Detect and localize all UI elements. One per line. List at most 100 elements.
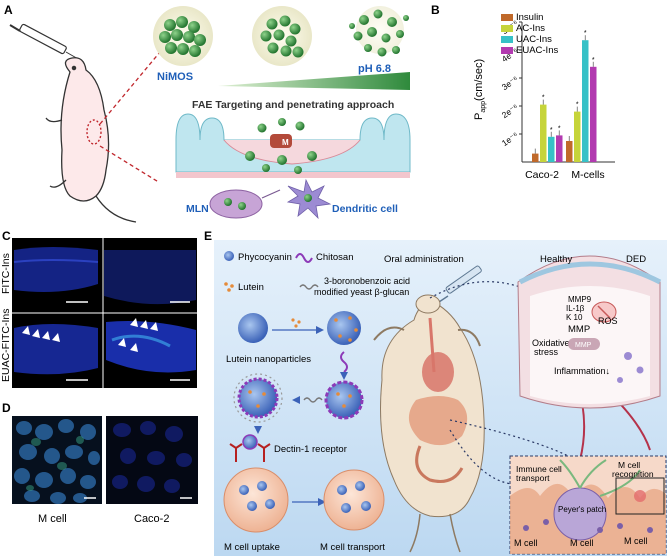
nimos-particle	[153, 6, 213, 66]
k10-label: K 10	[566, 313, 583, 322]
euac-tissue-right	[106, 318, 196, 373]
peyers-patch-label: Peyer's patch	[558, 505, 606, 514]
m-cell-transport	[323, 469, 385, 531]
mmp9-label: MMP9	[568, 295, 592, 304]
significance-star: *	[542, 95, 545, 102]
mouse-illustration	[45, 57, 137, 223]
m-cell-uptake	[223, 467, 289, 533]
significance-star: *	[584, 30, 587, 37]
lutein-icon	[224, 282, 234, 292]
bar-ac-ins	[540, 104, 547, 162]
y-label-unit: (cm/sec)	[473, 59, 485, 101]
row-label-euac: EUAC-FITC-Ins	[0, 309, 12, 383]
recog-line2: recognition	[612, 469, 654, 479]
oral-syringe-icon	[435, 265, 482, 305]
chitosan-label: Chitosan	[316, 252, 354, 263]
ros-cell	[591, 301, 617, 323]
panel-b: B 1e⁻⁶2e⁻⁶3e⁻⁶4e⁻⁶5e⁻⁶ ****** Caco-2M-ce…	[431, 3, 615, 181]
panel-d: D M cell Caco-2	[2, 401, 198, 525]
significance-star: *	[558, 125, 561, 132]
transport-label: M cell transport	[320, 542, 385, 553]
lutein-loaded-core	[327, 311, 361, 345]
mmp-label: MMP	[568, 324, 590, 335]
m-cell-label-1: M cell	[514, 538, 538, 548]
phycocyanin-icon	[224, 251, 234, 261]
gut-region-marker	[86, 119, 102, 145]
phycocyanin-label: Phycocyanin	[238, 252, 292, 263]
glucan-icon	[299, 284, 319, 290]
m-cell-label: M	[282, 138, 289, 147]
intestine-inset: Peyer's patch Immune cell transport M ce…	[509, 455, 667, 555]
glucan-line1: 3-boronobenzoic acid	[324, 276, 410, 286]
bar-uac-ins	[548, 136, 555, 162]
svg-text:Papp(cm/sec): Papp(cm/sec)	[473, 59, 487, 120]
panel-a: A	[4, 3, 430, 227]
chart-y-label: Papp(cm/sec)	[473, 59, 487, 120]
bar-insulin	[532, 153, 539, 162]
uptake-label: M cell uptake	[224, 542, 280, 553]
dectin-receptor-cell	[229, 434, 271, 462]
panel-a-letter: A	[4, 3, 13, 17]
zoom-line-top	[99, 51, 161, 125]
immune-line2: transport	[516, 473, 550, 483]
bar-ac-ins	[574, 111, 581, 162]
legend-entry: EUAC-Ins	[516, 45, 558, 56]
panel-c-letter: C	[2, 229, 11, 243]
m-cell-caption: M cell	[38, 513, 67, 525]
oxidative-line1: Oxidative	[532, 338, 570, 348]
category-label: Caco-2	[525, 169, 559, 181]
m-cell-label-3: M cell	[624, 536, 648, 546]
bar-euac-ins	[590, 66, 597, 162]
immune-line1: Immune cell	[516, 464, 562, 474]
y-label-sub: app	[480, 101, 487, 113]
eye-schematic: Healthy DED MMP9 IL-1β K 10 MMP ROS Oxid…	[517, 254, 662, 409]
bar-insulin	[566, 141, 573, 162]
m-cell-marker	[270, 134, 292, 148]
fae-targeting-diagram: FAE Targeting and penetrating approach M…	[158, 95, 430, 227]
y-label-p: P	[473, 113, 485, 120]
dendritic-cell-icon	[286, 178, 332, 220]
mouse-body	[373, 294, 485, 553]
legend-swatch	[501, 47, 513, 54]
il1b-label: IL-1β	[566, 304, 585, 313]
zoom-line-bottom	[99, 145, 166, 187]
significance-star: *	[576, 102, 579, 109]
row-label-fitc: FITC-Ins	[0, 253, 12, 294]
oxidative-line2: stress	[534, 347, 559, 357]
dectin-label: Dectin-1 receptor	[274, 444, 347, 455]
chitosan-coated-particle	[324, 380, 364, 420]
swelling-particle	[252, 6, 312, 66]
lutein-nanoparticle	[233, 373, 283, 423]
bar-uac-ins	[582, 40, 589, 163]
euac-tissue-left	[14, 324, 98, 375]
glucan-line2: modified yeast β-glucan	[314, 287, 409, 297]
panel-d-letter: D	[2, 401, 11, 415]
legend-entry: AC-Ins	[516, 23, 545, 34]
mln-node	[209, 189, 263, 219]
recog-line1: M cell	[618, 460, 640, 470]
panel-e-letter: E	[204, 229, 212, 243]
m-cell-label-2: M cell	[570, 538, 594, 548]
mln-label: MLN	[186, 203, 209, 215]
significance-star: *	[592, 57, 595, 64]
legend-entry: Insulin	[516, 12, 543, 23]
ph-label: pH 6.8	[358, 63, 391, 75]
y-tick-label: 2e⁻⁶	[500, 102, 520, 120]
legend-swatch	[501, 36, 513, 43]
panel-e: E Phycocyanin Chitosan Lutein 3-boronobe…	[204, 229, 667, 556]
y-tick-label: 3e⁻⁶	[500, 74, 520, 92]
chitosan-icon	[295, 253, 313, 263]
syringe-icon	[9, 23, 81, 61]
phycocyanin-core	[238, 313, 268, 343]
dissolved-particle	[349, 6, 409, 57]
panel-b-letter: B	[431, 3, 440, 17]
legend-swatch	[501, 14, 513, 21]
healthy-label: Healthy	[540, 254, 572, 265]
legend-entry: UAC-Ins	[516, 34, 552, 45]
oral-label: Oral administration	[384, 254, 464, 265]
mmp-pill	[568, 338, 600, 350]
category-label: M-cells	[571, 169, 604, 181]
lutein-label: Lutein	[238, 282, 264, 293]
